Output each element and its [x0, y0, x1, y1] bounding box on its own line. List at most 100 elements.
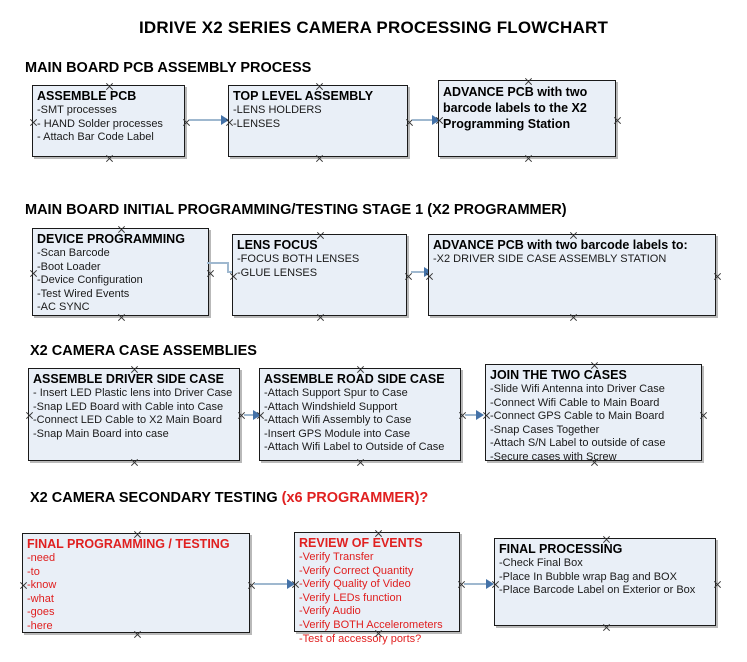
node-title: REVIEW OF EVENTS: [299, 536, 423, 550]
list-item: -Check Final Box: [499, 557, 583, 569]
arrow-head-icon: [432, 115, 440, 125]
list-item: -Verify Audio: [299, 605, 361, 618]
node-items: -SMT processes - HAND Solder processes -…: [37, 104, 180, 145]
list-item: -AC SYNC: [37, 301, 90, 314]
node-title: TOP LEVEL ASSEMBLY: [233, 89, 374, 103]
connector-device-prog-seg-v: [227, 262, 229, 273]
node-final-processing[interactable]: FINAL PROCESSING -Check Final Box -Place…: [494, 538, 716, 626]
node-join-the-two-cases[interactable]: JOIN THE TWO CASES -Slide Wifi Antenna i…: [485, 364, 702, 463]
list-item: -Attach Support Spur to Case: [264, 387, 408, 399]
list-item: - Attach Bar Code Label: [37, 131, 154, 144]
section-heading-accent: (x6 PROGRAMMER)?: [281, 490, 429, 506]
list-item: - HAND Solder processes: [37, 117, 163, 130]
node-items: -Slide Wifi Antenna into Driver Case -Co…: [490, 383, 697, 465]
connector-handle-bottom[interactable]: [315, 154, 324, 163]
list-item: -goes: [27, 606, 55, 619]
node-final-programming-testing[interactable]: FINAL PROGRAMMING / TESTING -need -to -k…: [22, 533, 250, 633]
node-advance-pcb-programming-station[interactable]: ADVANCE PCB with two barcode labels to t…: [438, 80, 616, 157]
node-review-of-events[interactable]: REVIEW OF EVENTS -Verify Transfer -Verif…: [294, 532, 460, 645]
section-heading-x2-camera-secondary-testing: X2 CAMERA SECONDARY TESTING (x6 PROGRAMM…: [30, 490, 428, 506]
node-assemble-road-side-case[interactable]: ASSEMBLE ROAD SIDE CASE -Attach Support …: [259, 368, 461, 461]
list-item: -Device Configuration: [37, 274, 143, 287]
list-item: -Verify Correct Quantity: [299, 564, 414, 577]
connector-handle-bottom[interactable]: [602, 623, 611, 632]
list-item: -Connect GPS Cable to Main Board: [490, 410, 665, 423]
list-item: -Verify Transfer: [299, 551, 374, 563]
node-lens-focus[interactable]: LENS FOCUS -FOCUS BOTH LENSES -GLUE LENS…: [232, 234, 407, 316]
list-item: -what: [27, 592, 54, 605]
connector-road-case-to-join: [465, 414, 481, 416]
section-heading-text: MAIN BOARD INITIAL PROGRAMMING/TESTING S…: [25, 202, 567, 218]
section-heading-text: X2 CAMERA SECONDARY TESTING: [30, 490, 282, 506]
connector-final-prog-to-review: [254, 583, 292, 585]
list-item: -Place Barcode Label on Exterior or Box: [499, 584, 696, 597]
node-title: ADVANCE PCB with two barcode labels to t…: [443, 85, 588, 131]
connector-handle-right[interactable]: [699, 411, 708, 420]
list-item: -need: [27, 552, 56, 564]
connector-handle-bottom[interactable]: [569, 313, 578, 322]
node-title: DEVICE PROGRAMMING: [37, 232, 185, 246]
list-item: -here: [27, 619, 53, 632]
list-item: -Verify LEDs function: [299, 591, 402, 604]
list-item: -Scan Barcode: [37, 247, 110, 259]
arrow-head-icon: [287, 579, 295, 589]
node-items: -FOCUS BOTH LENSES -GLUE LENSES: [237, 253, 402, 280]
node-title: LENS FOCUS: [237, 238, 318, 252]
list-item: -Secure cases with Screw: [490, 450, 617, 463]
arrow-head-icon: [476, 410, 484, 420]
list-item: -Test of accessory ports?: [299, 632, 422, 645]
node-title: ASSEMBLE ROAD SIDE CASE: [264, 372, 445, 386]
list-item: -Slide Wifi Antenna into Driver Case: [490, 383, 665, 395]
connector-device-prog-seg-h1: [207, 262, 229, 264]
node-top-level-assembly[interactable]: TOP LEVEL ASSEMBLY -LENS HOLDERS -LENSES: [228, 85, 408, 157]
section-heading-main-board-initial-programming: MAIN BOARD INITIAL PROGRAMMING/TESTING S…: [25, 202, 567, 218]
node-items: - Insert LED Plastic lens into Driver Ca…: [33, 387, 235, 441]
page-title: IDRIVE X2 SERIES CAMERA PROCESSING FLOWC…: [138, 18, 609, 37]
node-items: -LENS HOLDERS -LENSES: [233, 104, 403, 131]
connector-handle-right[interactable]: [713, 580, 722, 589]
connector-handle-right[interactable]: [404, 272, 413, 281]
connector-review-to-final-processing: [464, 583, 490, 585]
list-item: -Snap Cases Together: [490, 423, 600, 436]
section-heading-x2-camera-case-assemblies: X2 CAMERA CASE ASSEMBLIES: [30, 343, 257, 359]
section-heading-text: X2 CAMERA CASE ASSEMBLIES: [30, 343, 257, 359]
node-device-programming[interactable]: DEVICE PROGRAMMING -Scan Barcode -Boot L…: [32, 228, 209, 316]
list-item: -Place In Bubble wrap Bag and BOX: [499, 570, 677, 583]
list-item: -X2 DRIVER SIDE CASE ASSEMBLY STATION: [433, 253, 667, 265]
node-assemble-driver-side-case[interactable]: ASSEMBLE DRIVER SIDE CASE - Insert LED P…: [28, 368, 240, 461]
node-items: -Attach Support Spur to Case -Attach Win…: [264, 387, 456, 455]
arrow-head-icon: [253, 410, 261, 420]
node-items: -Check Final Box -Place In Bubble wrap B…: [499, 557, 711, 598]
section-heading-text: MAIN BOARD PCB ASSEMBLY PROCESS: [25, 60, 312, 76]
node-assemble-pcb[interactable]: ASSEMBLE PCB -SMT processes - HAND Solde…: [32, 85, 185, 157]
list-item: -know: [27, 579, 57, 592]
node-items: -Verify Transfer -Verify Correct Quantit…: [299, 551, 455, 646]
list-item: -Attach S/N Label to outside of case: [490, 437, 666, 450]
connector-handle-right[interactable]: [206, 269, 215, 278]
connector-handle-bottom[interactable]: [316, 313, 325, 322]
connector-top-level-to-advance-1: [412, 119, 436, 121]
list-item: -Verify Quality of Video: [299, 578, 411, 591]
list-item: -LENSES: [233, 117, 281, 130]
connector-driver-case-to-road-case: [244, 414, 258, 416]
list-item: -to: [27, 565, 40, 578]
list-item: -FOCUS BOTH LENSES: [237, 253, 360, 265]
node-items: -X2 DRIVER SIDE CASE ASSEMBLY STATION: [433, 253, 711, 267]
node-title: JOIN THE TWO CASES: [490, 368, 627, 382]
connector-handle-bottom[interactable]: [356, 458, 365, 467]
node-items: -Scan Barcode -Boot Loader -Device Confi…: [37, 247, 204, 315]
node-items: -need -to -know -what -goes -here: [27, 552, 245, 634]
list-item: -Boot Loader: [37, 260, 101, 273]
connector-handle-bottom[interactable]: [130, 458, 139, 467]
node-advance-pcb-driver-side-case[interactable]: ADVANCE PCB with two barcode labels to: …: [428, 234, 716, 316]
connector-handle-right[interactable]: [613, 116, 622, 125]
connector-handle-right[interactable]: [713, 272, 722, 281]
list-item: -GLUE LENSES: [237, 266, 318, 279]
connector-handle-bottom[interactable]: [524, 154, 533, 163]
list-item: -Test Wired Events: [37, 287, 130, 300]
connector-handle-bottom[interactable]: [105, 154, 114, 163]
list-item: -Attach Wifi Label to Outside of Case: [264, 441, 445, 454]
list-item: -Insert GPS Module into Case: [264, 427, 411, 440]
node-title: FINAL PROGRAMMING / TESTING: [27, 537, 230, 551]
node-title: ASSEMBLE PCB: [37, 89, 137, 103]
